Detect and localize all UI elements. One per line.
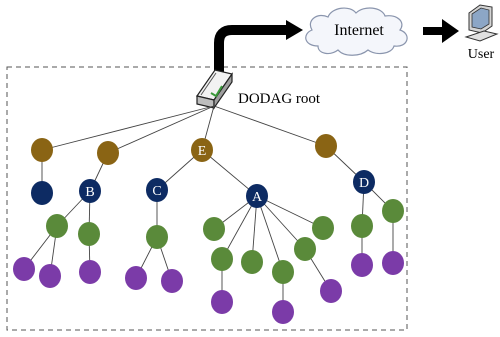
tree-links bbox=[23, 105, 394, 312]
tree-node-green bbox=[241, 250, 263, 274]
node-b-label: B bbox=[85, 185, 94, 200]
tree-node-purple bbox=[382, 251, 404, 275]
root-to-internet-arrow bbox=[214, 20, 303, 76]
tree-node-purple bbox=[351, 253, 373, 277]
node-c-label: C bbox=[152, 184, 161, 199]
internet-label: Internet bbox=[334, 22, 384, 39]
tree-node-purple bbox=[272, 300, 294, 324]
tree-node-purple bbox=[39, 264, 61, 288]
green-nodes bbox=[46, 199, 404, 284]
tree-node-olive bbox=[97, 141, 119, 165]
router-icon bbox=[196, 69, 233, 110]
tree-node-navy bbox=[31, 181, 53, 205]
tree-node-d bbox=[353, 170, 375, 194]
tree-node-olive bbox=[315, 134, 337, 158]
tree-node-green bbox=[312, 216, 334, 240]
tree-node-a bbox=[246, 184, 268, 208]
tree-node-purple bbox=[79, 260, 101, 284]
tree-node-purple bbox=[211, 290, 233, 314]
tree-node-green bbox=[294, 237, 316, 261]
internet-to-user-arrow bbox=[423, 19, 459, 43]
tree-node-purple bbox=[161, 269, 183, 293]
node-d-label: D bbox=[359, 176, 369, 191]
computer-icon bbox=[464, 4, 499, 42]
tree-node-green bbox=[78, 222, 100, 246]
tree-node-purple bbox=[125, 266, 147, 290]
dodag-root-label: DODAG root bbox=[238, 91, 321, 107]
network-boundary bbox=[6, 66, 408, 331]
tree-node-green bbox=[146, 225, 168, 249]
internet-cloud: Internet bbox=[305, 7, 408, 56]
tree-node-olive bbox=[31, 138, 53, 162]
tree-node-c bbox=[146, 178, 168, 202]
user-label: User bbox=[468, 47, 495, 62]
tree-node-green bbox=[272, 260, 294, 284]
purple-nodes bbox=[13, 251, 404, 324]
tree-node-green bbox=[46, 214, 68, 238]
tree-node-green bbox=[351, 214, 373, 238]
tree-node-e bbox=[191, 138, 213, 162]
tree-node-purple bbox=[320, 279, 342, 303]
tree-node-purple bbox=[13, 257, 35, 281]
node-e-label: E bbox=[198, 144, 207, 159]
node-a-label: A bbox=[252, 190, 263, 205]
tree-node-green bbox=[203, 217, 225, 241]
tree-node-green bbox=[211, 247, 233, 271]
tree-node-green bbox=[382, 199, 404, 223]
tree-node-b bbox=[79, 179, 101, 203]
